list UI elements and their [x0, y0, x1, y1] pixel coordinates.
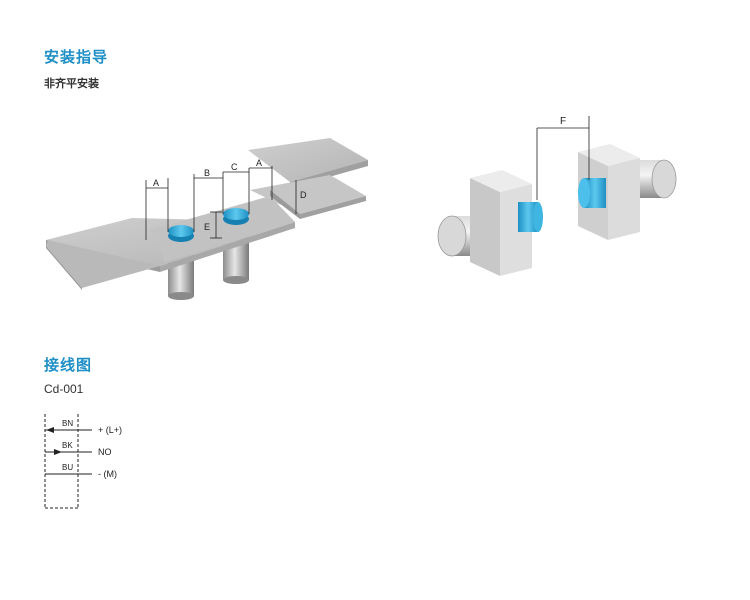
wire-row-bk: BK NO: [62, 441, 112, 457]
dim-label-a2: A: [256, 158, 262, 168]
mounting-plate-lower: [46, 196, 295, 290]
installation-title: 安装指导: [44, 48, 109, 66]
svg-text:BK: BK: [62, 441, 73, 450]
wiring-model: Cd-001: [44, 382, 84, 396]
dim-label-e: E: [204, 222, 210, 232]
wiring-diagram: BN + (L+) BK NO BU - (M): [44, 414, 122, 509]
dim-label-a: A: [153, 178, 159, 188]
sensor-face-left: [168, 225, 194, 242]
svg-text:BU: BU: [62, 463, 73, 472]
installation-subtitle: 非齐平安装: [44, 77, 99, 90]
svg-text:+ (L+): + (L+): [98, 425, 122, 435]
dim-label-f: F: [560, 116, 566, 127]
dim-label-b: B: [204, 168, 210, 178]
dim-label-d: D: [300, 190, 307, 200]
wire-row-bn: BN + (L+): [62, 419, 122, 435]
svg-text:- (M): - (M): [98, 469, 117, 479]
arrow-out-icon: [54, 449, 62, 455]
sensor-left-facing: [437, 170, 543, 276]
dim-label-c: C: [231, 162, 238, 172]
sensor-right-facing: [578, 144, 677, 240]
mounting-plate-upper: [248, 138, 368, 219]
svg-text:NO: NO: [98, 447, 112, 457]
wire-row-bu: BU - (M): [62, 463, 117, 479]
svg-text:BN: BN: [62, 419, 73, 428]
wiring-title: 接线图: [44, 356, 93, 374]
arrow-in-icon: [46, 427, 54, 433]
sensor-face-right: [223, 208, 249, 225]
